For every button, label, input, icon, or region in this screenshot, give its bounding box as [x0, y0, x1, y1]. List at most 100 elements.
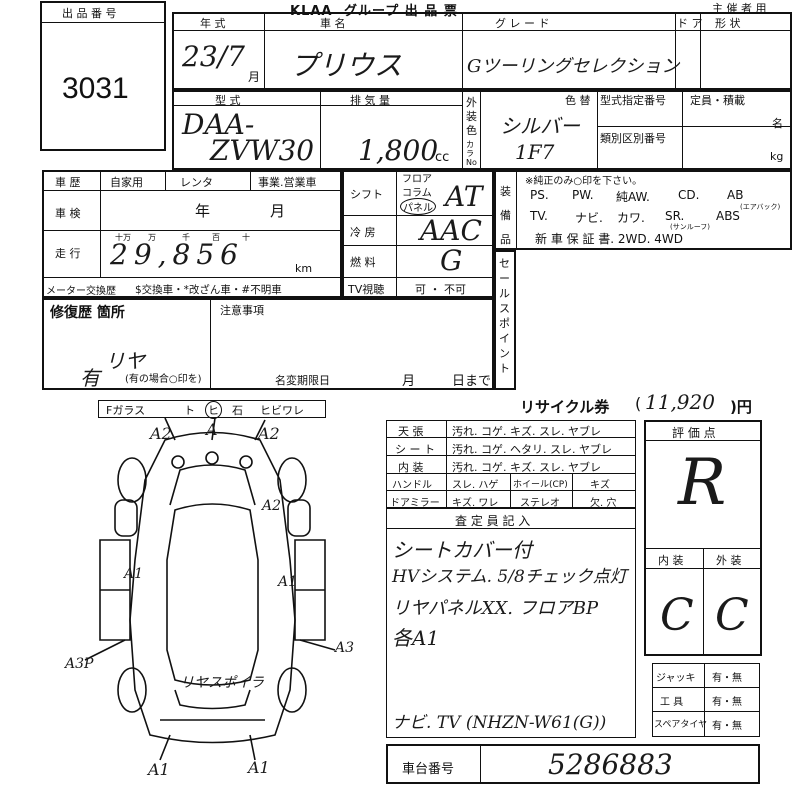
cond-seat-label: シ ー ト [395, 443, 435, 456]
lot-number: 3031 [62, 72, 129, 105]
interior-score: C [660, 590, 694, 641]
fuel-value: G [440, 244, 463, 277]
mark-right-rear: A3 [335, 640, 355, 656]
tool-spare-opts: 有・無 [712, 721, 742, 732]
cond-interior-label: 内 装 [398, 461, 424, 474]
cc-unit: cc [435, 150, 450, 165]
mark-right-front-door: A2 [262, 498, 282, 514]
year-col: 年 式 [200, 17, 226, 30]
mileage-unit-1k: 千 [182, 233, 190, 242]
meter-options: $交換車・*改ざん車・#不明車 [135, 284, 282, 296]
repair-has: 有 [80, 366, 100, 390]
mileage-unit-100k: 十万 [115, 233, 131, 242]
inspector-line-2: HVシステム. 5/8チェック点灯 [392, 567, 627, 587]
sales-point-box [494, 250, 516, 390]
inspector-line-5: ナビ. TV (NHZN-W61(G)) [392, 713, 607, 733]
equipment-note: ※純正のみ○印を下さい。 [525, 176, 643, 187]
condition-table [386, 420, 636, 508]
equip-leather: カワ. [617, 211, 645, 225]
repair-note: (有の場合○印を) [125, 374, 202, 385]
tool-jack-label: ジャッキ [656, 673, 696, 684]
mark-front-left: A2 [150, 424, 172, 443]
mark-rear-right: A1 [248, 758, 270, 777]
mileage-unit-10: 十 [242, 233, 250, 242]
cond-ceiling-opts: 汚れ. コゲ. キズ. スレ. ヤブレ [452, 425, 601, 438]
tool-tools-opts: 有・無 [712, 697, 742, 708]
cond-mirror-label: ドアミラー [390, 498, 440, 509]
equipment-label: 装備品 [500, 185, 511, 246]
deadline-day: 日まで [452, 374, 492, 389]
model-value-1: DAA- [182, 108, 255, 141]
tv-label: TV視聴 [348, 283, 385, 296]
shift-value: AT [445, 180, 483, 213]
history-label: 車 歴 [55, 176, 81, 189]
interior-label: 内 装 [658, 554, 684, 567]
glass-label: Fガラス [106, 404, 146, 417]
door-col: ド ア [677, 17, 703, 30]
glass-opt-4: ヒビワレ [260, 404, 304, 417]
tool-tools-label: 工 具 [660, 697, 684, 708]
equip-sr: SR. [665, 209, 685, 223]
history-opt-business: 事業.営業車 [258, 176, 317, 189]
displacement-value: 1,800 [358, 134, 439, 167]
month-label: 月 [248, 70, 261, 84]
owner-label: 主 催 者 用 [712, 2, 767, 15]
km-unit: km [295, 262, 313, 275]
tv-options: 可 ・ 不可 [415, 283, 466, 296]
mileage-label: 走 行 [55, 247, 81, 260]
fuel-label: 燃 料 [350, 256, 376, 269]
meter-label: メーター交換歴 [46, 286, 116, 297]
displacement-col: 排 気 量 [350, 94, 390, 107]
grade-col: グ レ ー ド [495, 17, 550, 30]
cond-handle-opts: スレ. ハゲ [452, 480, 499, 491]
inspection-year: 年 [195, 202, 211, 220]
score-box [644, 420, 762, 656]
recycle-open: ( [635, 394, 642, 413]
inspector-line-1: シートカバー付 [392, 538, 532, 562]
mark-right-door: A1 [278, 574, 298, 590]
shift-floor: フロア [402, 174, 432, 185]
chassis-label: 車台番号 [402, 762, 455, 777]
recycle-close: )円 [730, 398, 752, 416]
color-col: 色 替 [565, 94, 591, 107]
shift-column: コラム [402, 188, 432, 199]
capacity-col: 定員・積載 [690, 94, 745, 107]
exterior-score: C [715, 590, 749, 641]
shape-col: 形 状 [715, 17, 741, 30]
class-no-col: 類別区別番号 [600, 132, 666, 145]
score-label: 評 価 点 [672, 426, 716, 440]
equip-pw: PW. [572, 188, 594, 202]
cond-mirror-opts: キズ. ワレ [452, 498, 499, 509]
header-logo: KLAA グループ 出 品 票 [290, 4, 458, 19]
notice-label: 注意事項 [220, 304, 264, 317]
inspector-line-3: リヤパネルXX. フロアBP [392, 598, 599, 619]
recycle-value: 11,920 [645, 390, 715, 414]
glass-opt-1: ト [184, 404, 195, 417]
car-name: プリウス [290, 49, 403, 82]
cond-stereo-mark: 欠. 穴 [590, 498, 617, 509]
mileage-unit-100: 百 [212, 233, 220, 242]
chassis-value: 5286883 [548, 748, 673, 781]
recycle-label: リサイクル券 [520, 398, 610, 416]
model-no-col: 型式指定番号 [600, 94, 666, 107]
vehicle-table [172, 12, 792, 90]
shift-panel: パネル [400, 198, 436, 215]
mark-front-center: A [206, 420, 218, 439]
inspection-month: 月 [270, 202, 286, 220]
model-value-2: ZVW30 [210, 134, 315, 167]
tools-box [652, 663, 760, 737]
glass-opt-2: ヒ [205, 401, 222, 419]
tool-jack-opts: 有・無 [712, 673, 742, 684]
lot-box [40, 1, 166, 151]
glass-opt-3: 石 [232, 404, 243, 417]
color-value: シルバー [500, 114, 580, 138]
ext-color-label: 外装色 [466, 96, 477, 137]
equipment-box [494, 170, 792, 250]
cond-stereo-label: ステレオ [520, 498, 560, 509]
airbag-sub: (エアバック) [740, 203, 781, 211]
year-value: 23/7 [182, 40, 245, 73]
equip-row3: 新 車 保 証 書. 2WD. 4WD [535, 232, 683, 246]
cond-interior-opts: 汚れ. コゲ. キズ. スレ. ヤブレ [452, 461, 601, 474]
